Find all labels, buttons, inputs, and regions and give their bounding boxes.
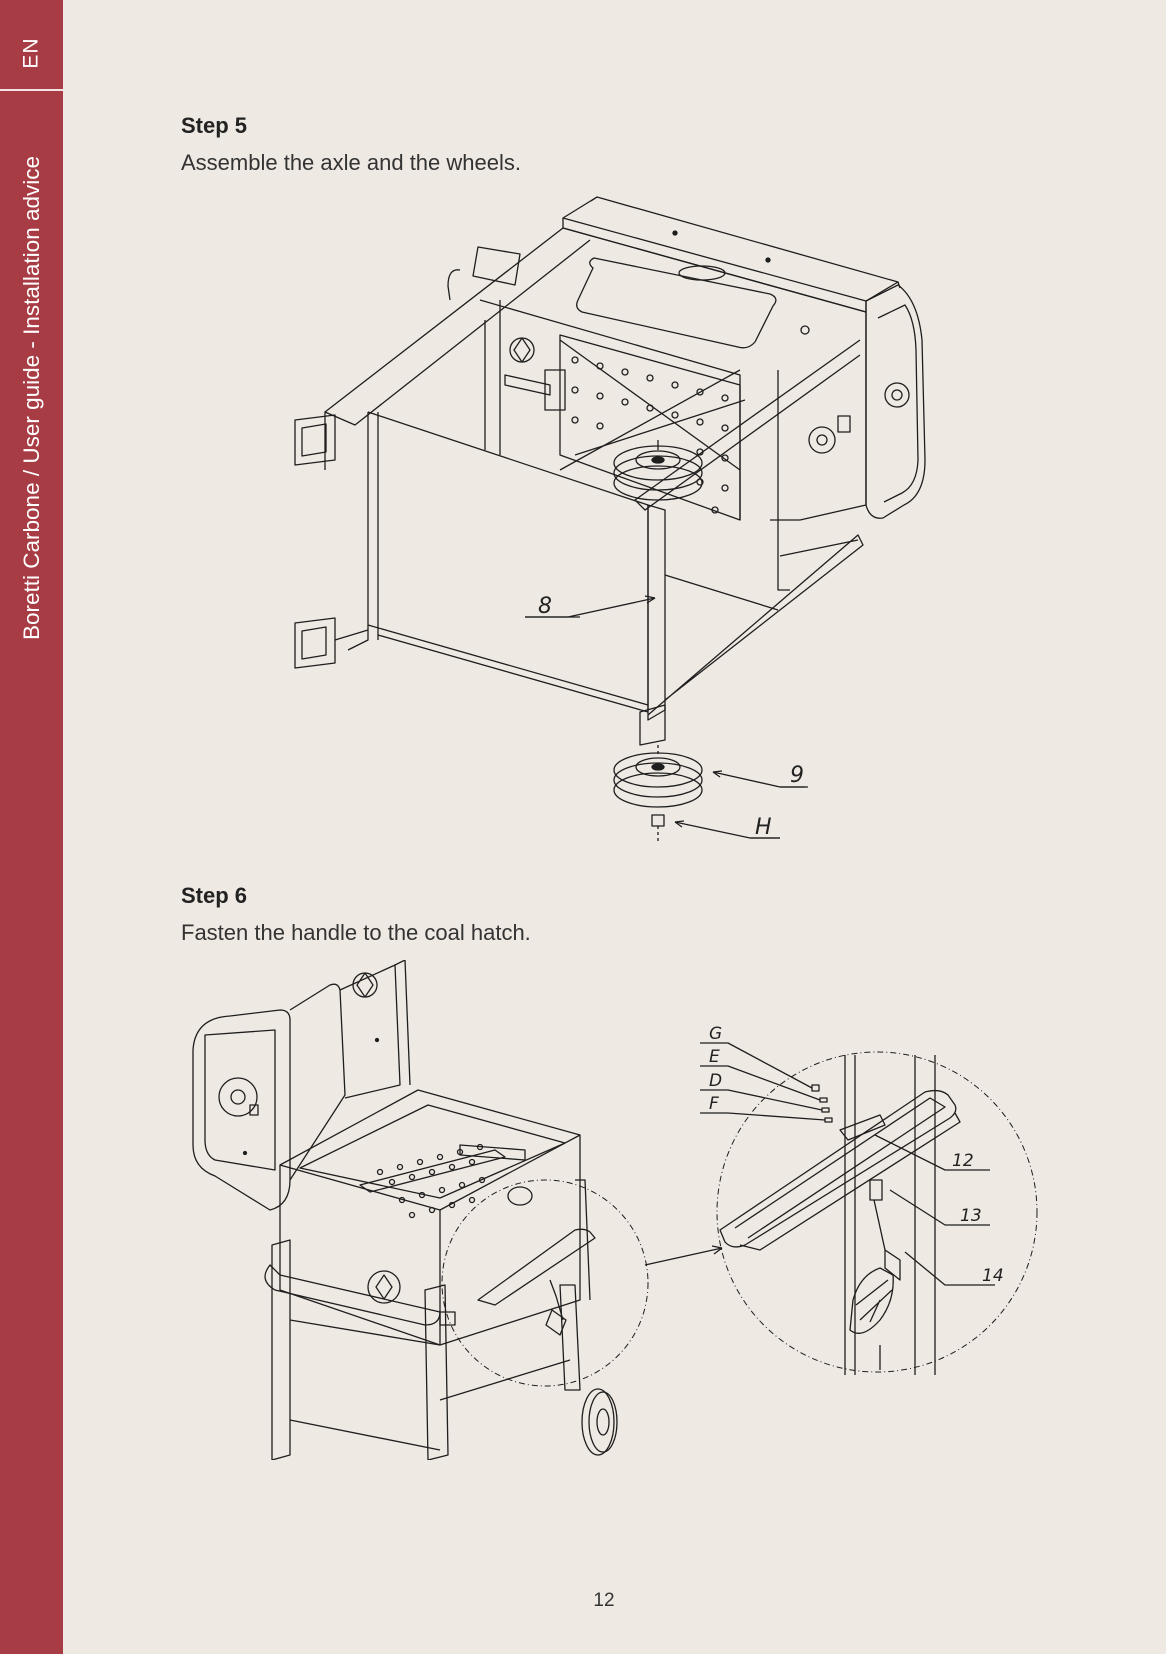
step5-heading: Step 5 <box>181 113 248 138</box>
language-label: EN <box>19 37 43 69</box>
callout-hatch: 12 <box>952 1151 974 1171</box>
callout-handle: 14 <box>982 1266 1004 1286</box>
callout-wheel: 9 <box>790 763 804 788</box>
callout-nut: H <box>755 815 772 840</box>
step5-diagram: 8 9 H <box>280 190 940 850</box>
callout-bolt: 13 <box>960 1206 982 1226</box>
callout-f: F <box>709 1094 719 1114</box>
step6-text: Fasten the handle to the coal hatch. <box>181 920 531 945</box>
sidebar: EN Boretti Carbone / User guide - Instal… <box>0 0 63 1654</box>
language-tab: EN <box>0 28 63 78</box>
callout-axle: 8 <box>538 594 552 619</box>
step6-heading: Step 6 <box>181 883 248 908</box>
page-number: 12 <box>593 1590 615 1611</box>
callout-d: D <box>709 1071 722 1091</box>
callout-e: E <box>709 1047 720 1067</box>
document-title: Boretti Carbone / User guide - Installat… <box>19 155 44 640</box>
step6-diagram: G E D F 12 13 14 <box>185 960 1045 1460</box>
callout-g: G <box>709 1024 722 1044</box>
sidebar-divider <box>0 89 63 91</box>
step5-text: Assemble the axle and the wheels. <box>181 150 521 175</box>
